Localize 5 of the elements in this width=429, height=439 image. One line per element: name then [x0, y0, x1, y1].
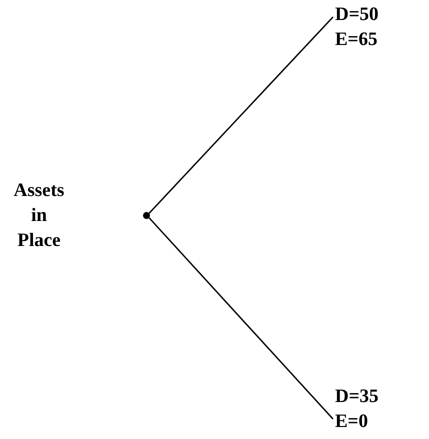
outcome-values: D=50 E=65 — [335, 3, 380, 52]
connector-line — [148, 217, 334, 420]
outcome-values: D=35 E=0 — [335, 385, 380, 434]
connector-line — [148, 16, 334, 214]
node-label: Assets in Place — [12, 179, 66, 253]
